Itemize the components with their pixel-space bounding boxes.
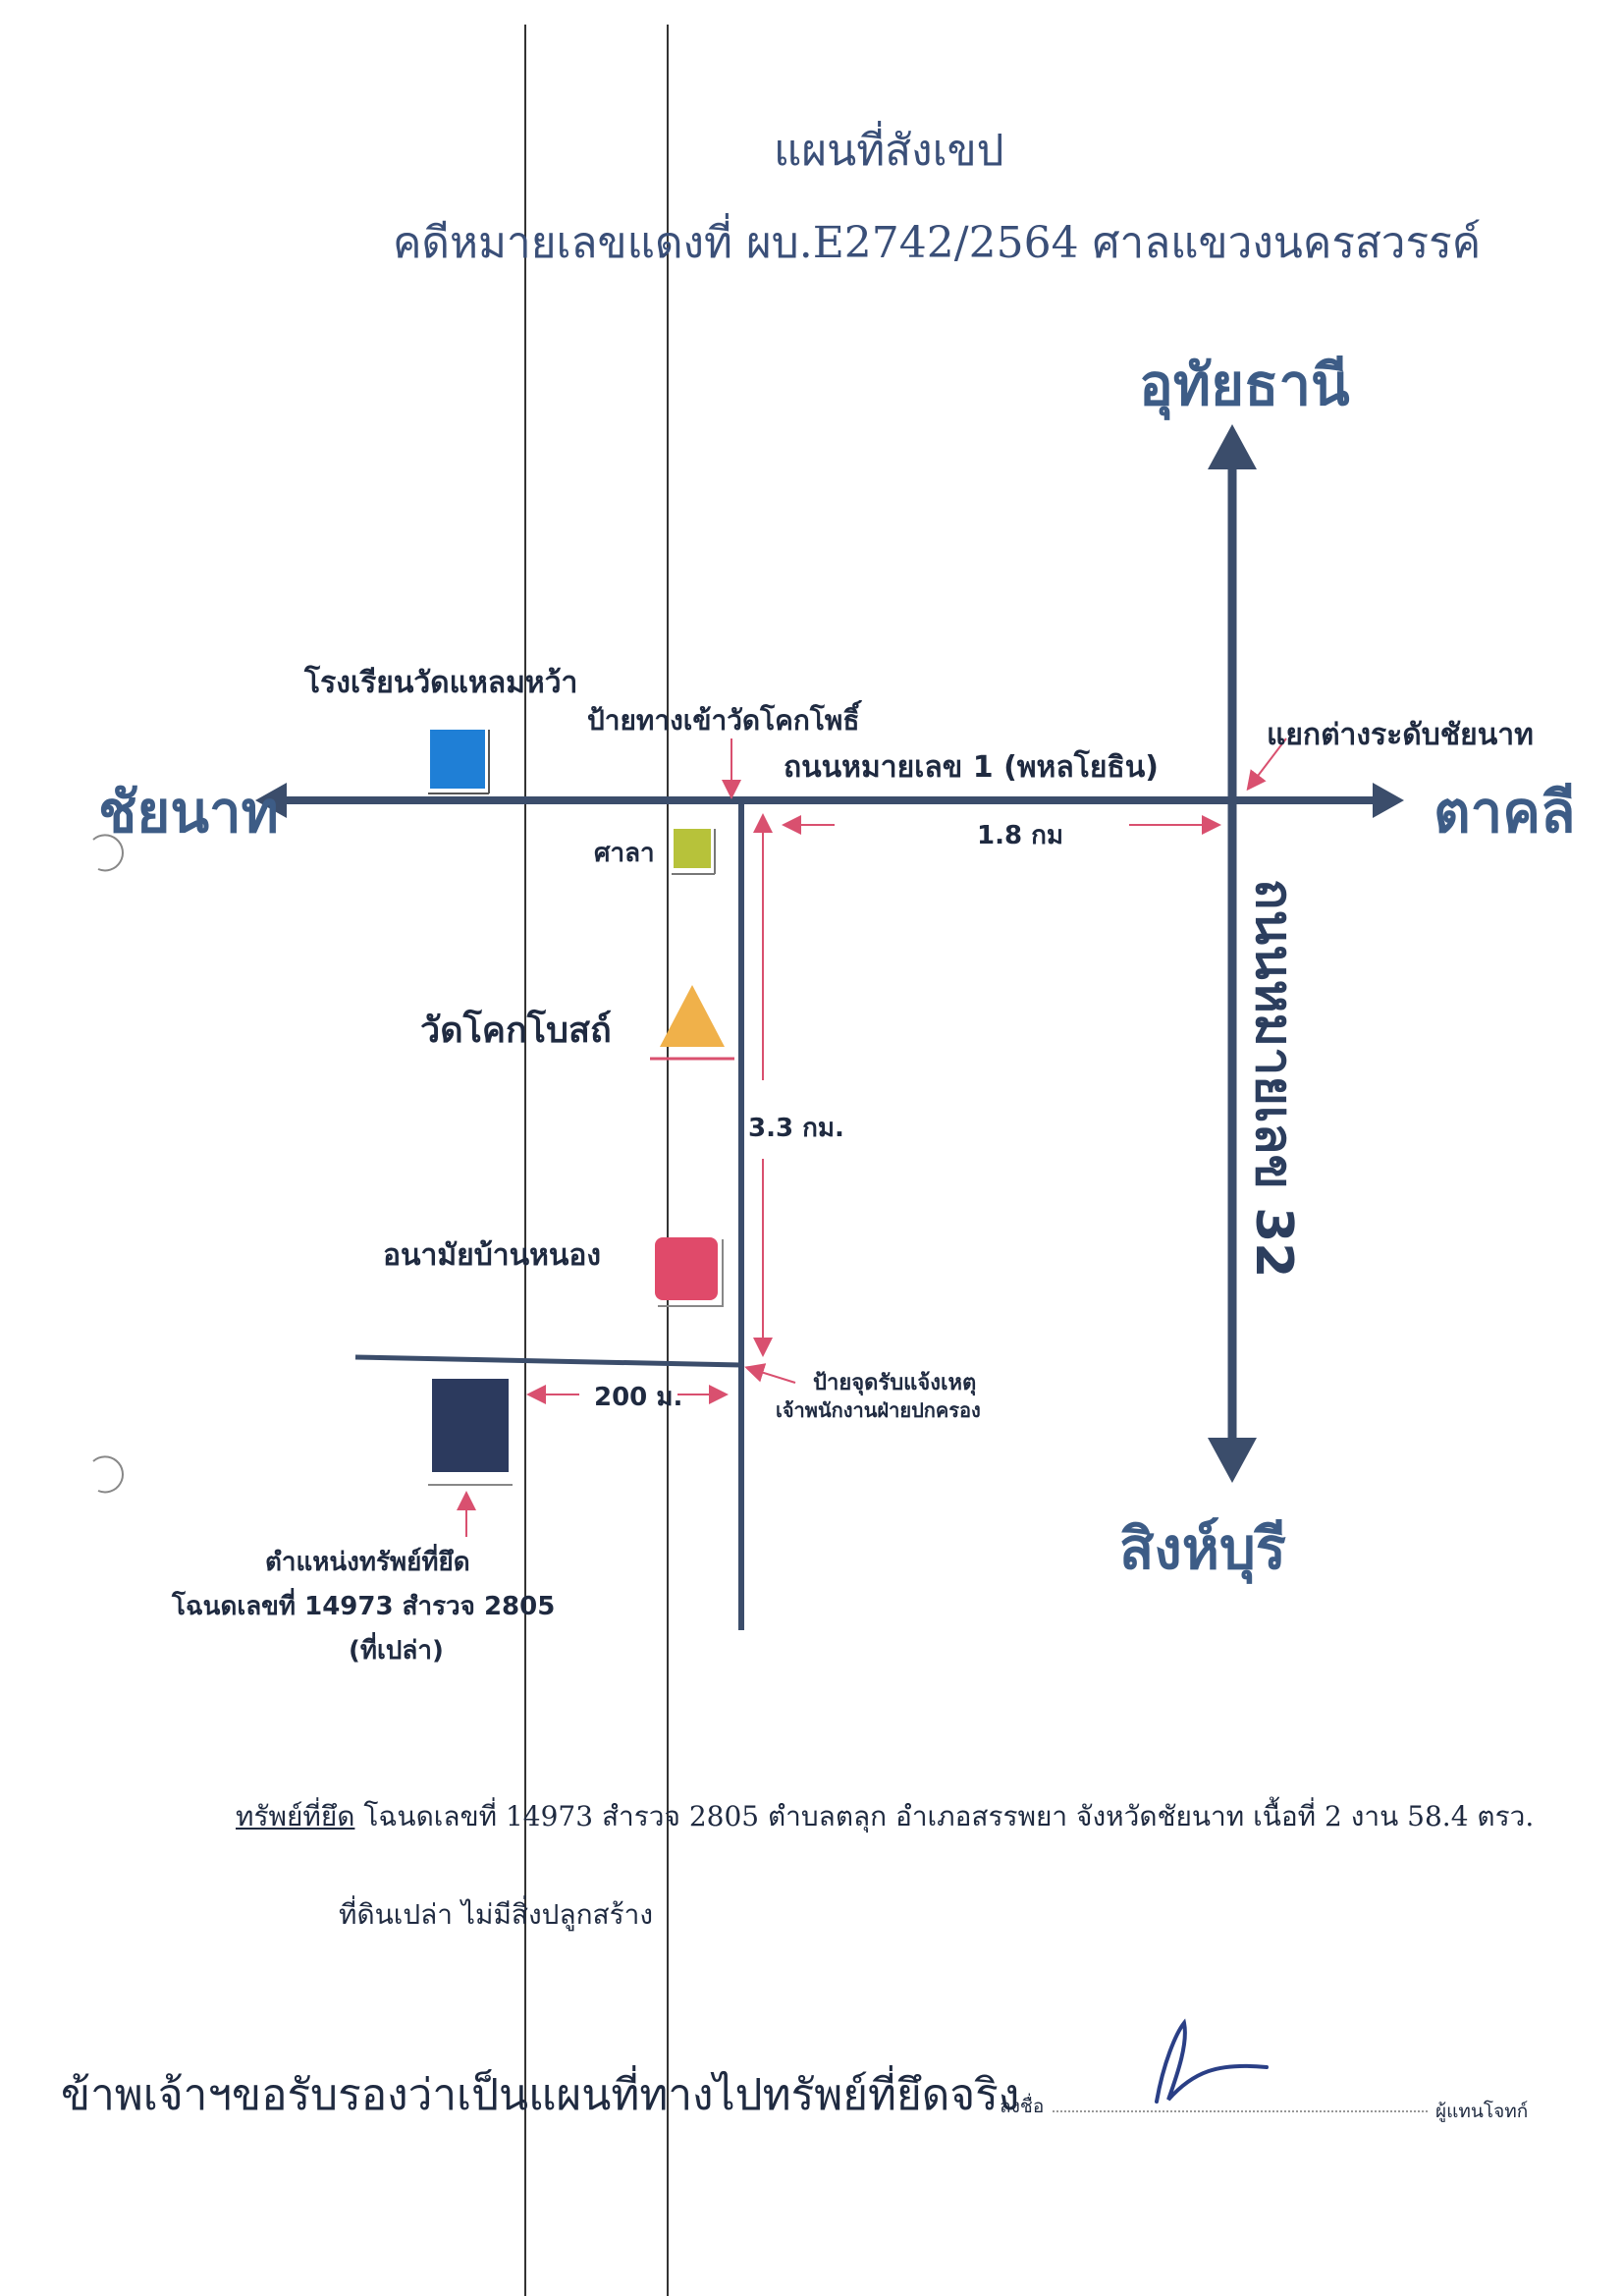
temple-label: วัดโคกโบสถ์	[420, 1011, 612, 1051]
direction-north: อุทัยธานี	[1139, 352, 1350, 418]
property-label-2: โฉนดเลขที่ 14973 สำรวจ 2805	[172, 1592, 556, 1621]
direction-south: สิงห์บุรี	[1119, 1515, 1286, 1582]
distance-1-8km: 1.8 กม	[977, 821, 1063, 850]
property-label-1: ตำแหน่งทรัพย์ที่ยึด	[265, 1548, 470, 1577]
school-label: โรงเรียนวัดแหลมหว้า	[304, 666, 578, 700]
description-line2: ที่ดินเปล่า ไม่มีสิ่งปลูกสร้าง	[339, 1898, 654, 1931]
description-line1: ทรัพย์ที่ยึด โฉนดเลขที่ 14973 สำรวจ 2805…	[236, 1795, 1534, 1838]
health-marker	[655, 1237, 718, 1300]
certification-text: ข้าพเจ้าฯขอรับรองว่าเป็นแผนที่ทางไปทรัพย…	[61, 2070, 1020, 2120]
school-marker	[430, 730, 485, 789]
road-1-label: ถนนหมายเลข 1 (พหลโยธิน)	[784, 750, 1159, 785]
temple-marker	[660, 985, 725, 1047]
description-label: ทรัพย์ที่ยึด	[236, 1800, 355, 1832]
south-arrowhead	[1208, 1438, 1257, 1483]
road-32-label: ถนนหมายเลข 32	[1244, 879, 1303, 1279]
sala-marker	[674, 829, 711, 868]
direction-west: ชัยนาท	[98, 779, 279, 846]
map-title: แผนที่สังเขป	[774, 126, 1004, 176]
distance-3-3km: 3.3 กม.	[748, 1114, 844, 1143]
signature	[1155, 2018, 1269, 2104]
notice-line1: ป้ายจุดรับแจ้งเหตุ	[813, 1371, 977, 1395]
sign-label: ลงชื่อ	[1000, 2096, 1045, 2117]
temple-gate-label: ป้ายทางเข้าวัดโคกโพธิ์	[587, 704, 860, 737]
branch-road	[354, 1354, 742, 1368]
west-arrowhead	[255, 783, 287, 818]
property-marker	[432, 1379, 509, 1472]
health-label: อนามัยบ้านหนอง	[383, 1238, 602, 1273]
north-arrowhead	[1208, 424, 1257, 469]
sala-label: ศาลา	[594, 839, 655, 868]
interchange-label: แยกต่างระดับชัยนาท	[1267, 718, 1534, 752]
description-text: โฉนดเลขที่ 14973 สำรวจ 2805 ตำบลตลุก อำเ…	[363, 1800, 1535, 1832]
property-label-3: (ที่เปล่า)	[349, 1636, 444, 1666]
east-arrowhead	[1373, 783, 1404, 818]
case-number: คดีหมายเลขแดงที่ ผบ.E2742/2564 ศาลแขวงนค…	[393, 218, 1482, 268]
binder-hole-top	[92, 834, 124, 872]
distance-200m: 200 ม.	[594, 1383, 683, 1412]
role-label: ผู้แทนโจทก์	[1435, 2101, 1529, 2122]
binder-hole-bottom	[92, 1455, 124, 1494]
notice-line2: เจ้าพนักงานฝ่ายปกครอง	[776, 1398, 981, 1422]
direction-east: ตาคลี	[1434, 779, 1576, 846]
